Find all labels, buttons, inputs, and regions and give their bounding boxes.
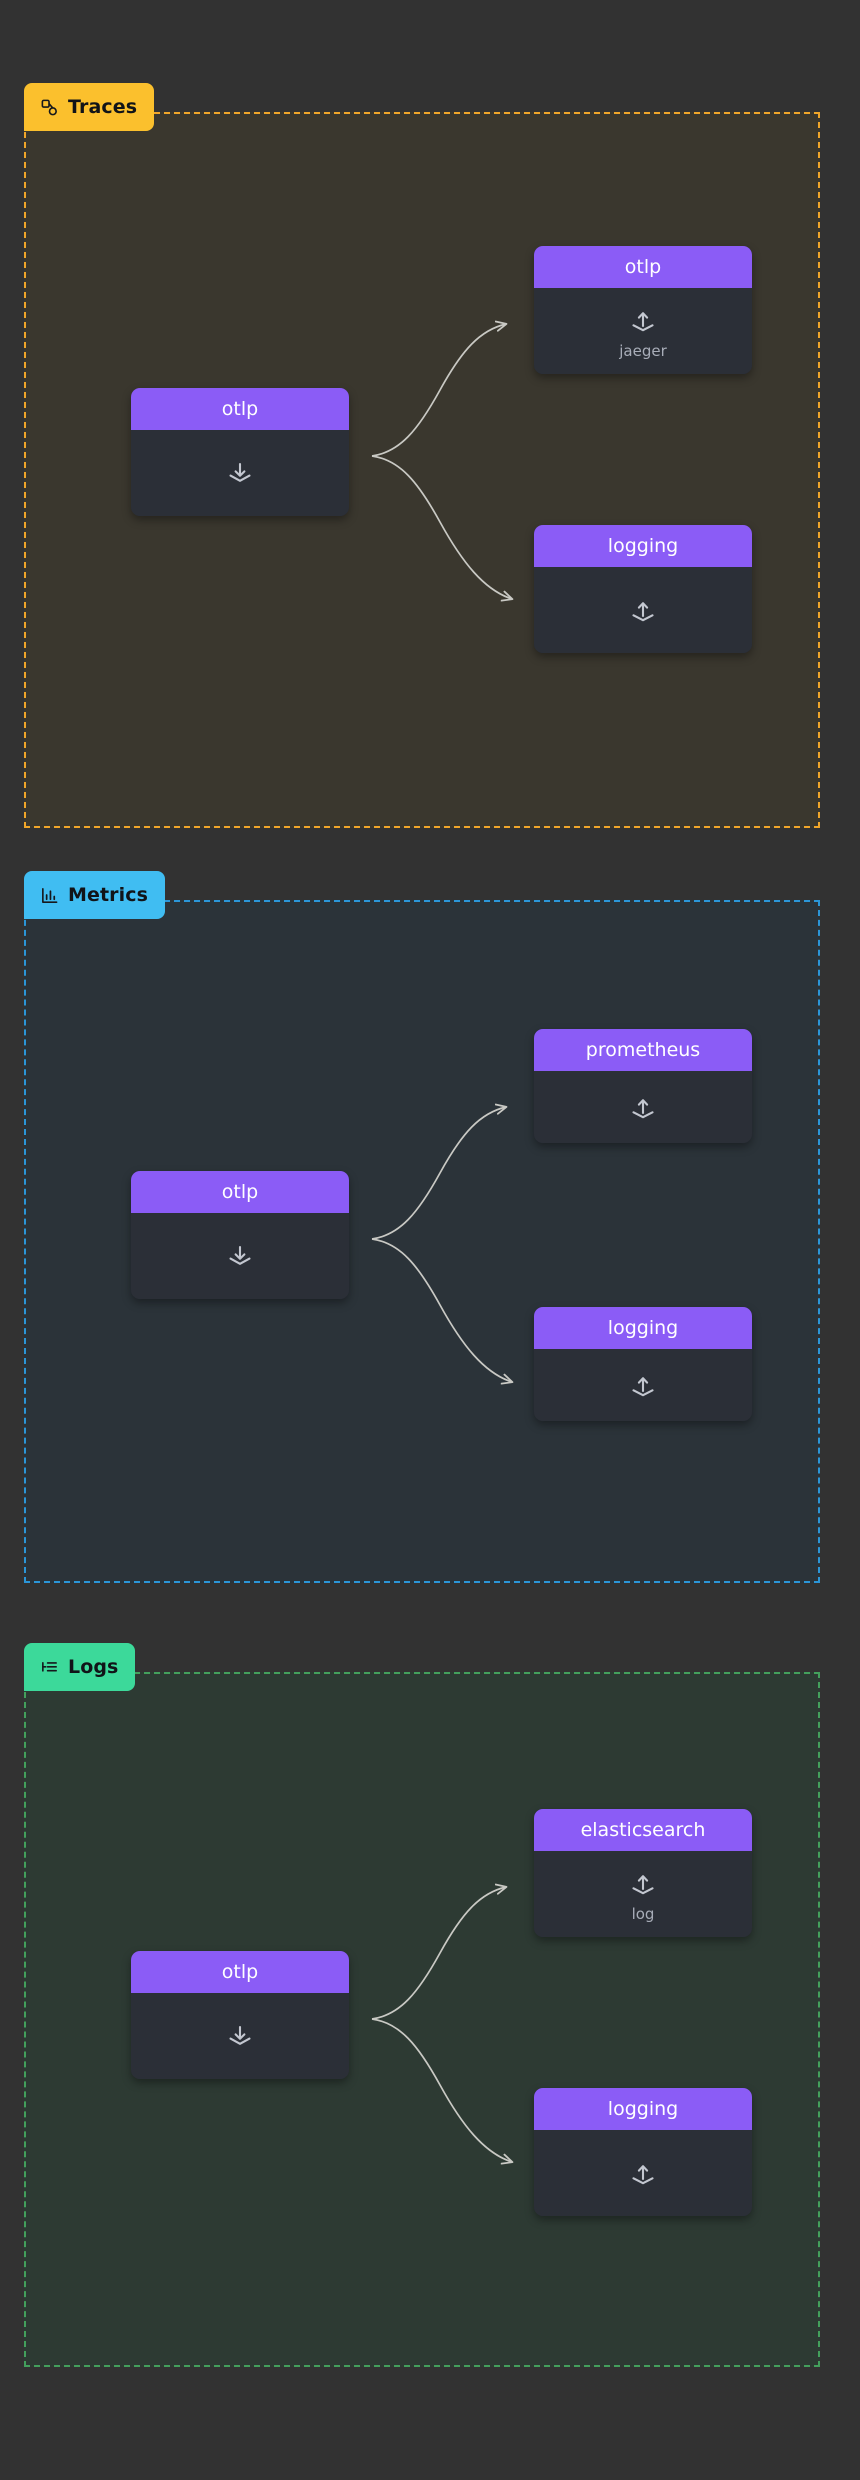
node-body — [534, 2130, 752, 2216]
node-body — [131, 1213, 349, 1299]
node-title: logging — [534, 525, 752, 567]
node-receiver-metrics-otlp[interactable]: otlp — [131, 1171, 349, 1299]
node-subtitle: log — [631, 1905, 655, 1923]
node-body: log — [534, 1851, 752, 1937]
exporter-upload-icon — [626, 1368, 660, 1402]
node-body — [534, 567, 752, 653]
logs-list-icon — [39, 1657, 59, 1677]
exporter-upload-icon — [626, 1090, 660, 1124]
exporter-upload-icon — [626, 303, 660, 337]
node-exporter-traces-otlp-jaeger[interactable]: otlp jaeger — [534, 246, 752, 374]
group-label-traces: Traces — [68, 96, 138, 118]
node-body: jaeger — [534, 288, 752, 374]
group-badge-traces[interactable]: Traces — [24, 83, 155, 131]
node-exporter-logs-elasticsearch[interactable]: elasticsearch log — [534, 1809, 752, 1937]
node-exporter-logs-logging[interactable]: logging — [534, 2088, 752, 2216]
receiver-download-icon — [223, 1239, 257, 1273]
node-body — [131, 430, 349, 516]
group-badge-metrics[interactable]: Metrics — [24, 871, 166, 919]
node-title: otlp — [534, 246, 752, 288]
node-receiver-logs-otlp[interactable]: otlp — [131, 1951, 349, 2079]
metrics-barchart-icon — [39, 885, 59, 905]
node-body — [534, 1349, 752, 1421]
node-title: logging — [534, 2088, 752, 2130]
exporter-upload-icon — [626, 1866, 660, 1900]
node-title: otlp — [131, 1951, 349, 1993]
node-title: otlp — [131, 388, 349, 430]
node-body — [534, 1071, 752, 1143]
traces-graph-icon — [39, 97, 59, 117]
node-subtitle: jaeger — [619, 342, 667, 360]
node-title: logging — [534, 1307, 752, 1349]
group-label-metrics: Metrics — [68, 884, 149, 906]
node-body — [131, 1993, 349, 2079]
node-exporter-metrics-logging[interactable]: logging — [534, 1307, 752, 1421]
node-title: prometheus — [534, 1029, 752, 1071]
group-badge-logs[interactable]: Logs — [24, 1643, 136, 1691]
node-receiver-traces-otlp[interactable]: otlp — [131, 388, 349, 516]
exporter-upload-icon — [626, 2156, 660, 2190]
receiver-download-icon — [223, 2019, 257, 2053]
node-title: otlp — [131, 1171, 349, 1213]
node-exporter-metrics-prometheus[interactable]: prometheus — [534, 1029, 752, 1143]
group-label-logs: Logs — [68, 1656, 119, 1678]
exporter-upload-icon — [626, 593, 660, 627]
receiver-download-icon — [223, 456, 257, 490]
node-exporter-traces-logging[interactable]: logging — [534, 525, 752, 653]
node-title: elasticsearch — [534, 1809, 752, 1851]
